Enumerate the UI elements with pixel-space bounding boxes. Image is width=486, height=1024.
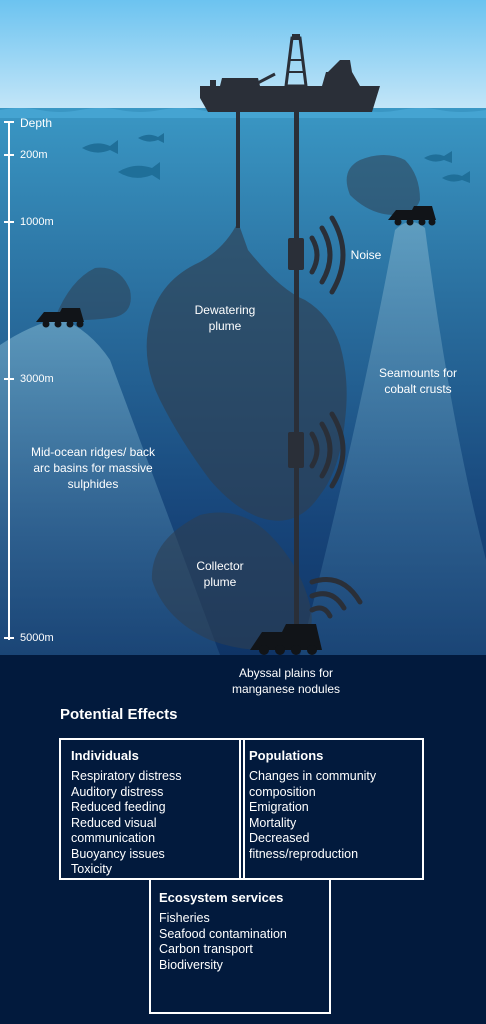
fish-icon [118, 162, 160, 180]
individuals-list: Respiratory distress Auditory distress R… [71, 769, 233, 878]
list-item: Mortality [249, 815, 297, 830]
crust-plume-right [346, 155, 420, 215]
ridges-label: Mid-ocean ridges/ back arc basins for ma… [30, 445, 156, 491]
riser-pipe [294, 108, 299, 638]
mining-vehicle-icon [36, 308, 84, 328]
list-item: Biodiversity [159, 957, 223, 972]
collector-plume [151, 512, 312, 651]
list-item: Seafood contamination [159, 926, 287, 941]
list-item: Decreased fitness/reproduction [249, 831, 359, 861]
discharge-pipe [236, 108, 240, 228]
ecosystem-services-title: Ecosystem services [159, 890, 284, 905]
mining-vehicle-icon [388, 206, 436, 226]
depth-scale [4, 121, 14, 640]
list-item: Fisheries [159, 911, 210, 925]
depth-title: Depth [20, 116, 53, 130]
noise-wave-icon [309, 215, 346, 295]
pump-icon [288, 432, 304, 468]
potential-effects-title: Potential Effects [60, 706, 178, 723]
list-item: Respiratory distress [71, 769, 182, 783]
individuals-title: Individuals [71, 748, 139, 763]
ecosystem-services-list: Fisheries Seafood contamination Carbon t… [159, 911, 321, 973]
individuals-box: Individuals Respiratory distress Auditor… [59, 738, 245, 880]
pump-icon [288, 238, 304, 270]
fish-icon [442, 171, 470, 183]
sea-surface [0, 108, 486, 118]
fish-icon [138, 133, 164, 143]
list-item: Toxicity [71, 862, 112, 876]
seamounts-label: Seamounts for cobalt crusts [378, 366, 458, 396]
list-item: Reduced visual communication [71, 815, 157, 846]
ship-icon [200, 34, 380, 112]
depth-marker-1000m: 1000m [20, 216, 54, 228]
noise-wave-icon [309, 411, 346, 489]
dewatering-plume-label: Dewatering plume [194, 303, 256, 333]
mining-vehicle-icon [250, 624, 322, 655]
depth-marker-5000m: 5000m [20, 632, 54, 644]
populations-title: Populations [249, 748, 324, 763]
list-item: Changes in community composition [249, 769, 377, 799]
list-item: Emigration [249, 800, 309, 814]
list-item: Auditory distress [71, 784, 164, 799]
fish-icon [424, 151, 452, 163]
depth-marker-3000m: 3000m [20, 373, 54, 385]
ecosystem-services-box: Ecosystem services Fisheries Seafood con… [149, 878, 331, 1014]
depth-marker-200m: 200m [20, 149, 48, 161]
populations-list: Changes in community composition Emigrat… [249, 769, 414, 862]
abyssal-plains-label: Abyssal plains for manganese nodules [231, 666, 341, 696]
noise-wave-icon [309, 577, 363, 619]
populations-box: Populations Changes in community composi… [239, 738, 424, 880]
seamount [300, 221, 486, 655]
collector-plume-label: Collector plume [196, 559, 244, 589]
list-item: Buoyancy issues [71, 846, 165, 861]
vent-plume-left [55, 267, 131, 320]
list-item: Carbon transport [159, 942, 253, 956]
noise-label: Noise [350, 248, 382, 262]
fish-icon [82, 140, 118, 154]
list-item: Reduced feeding [71, 800, 166, 814]
